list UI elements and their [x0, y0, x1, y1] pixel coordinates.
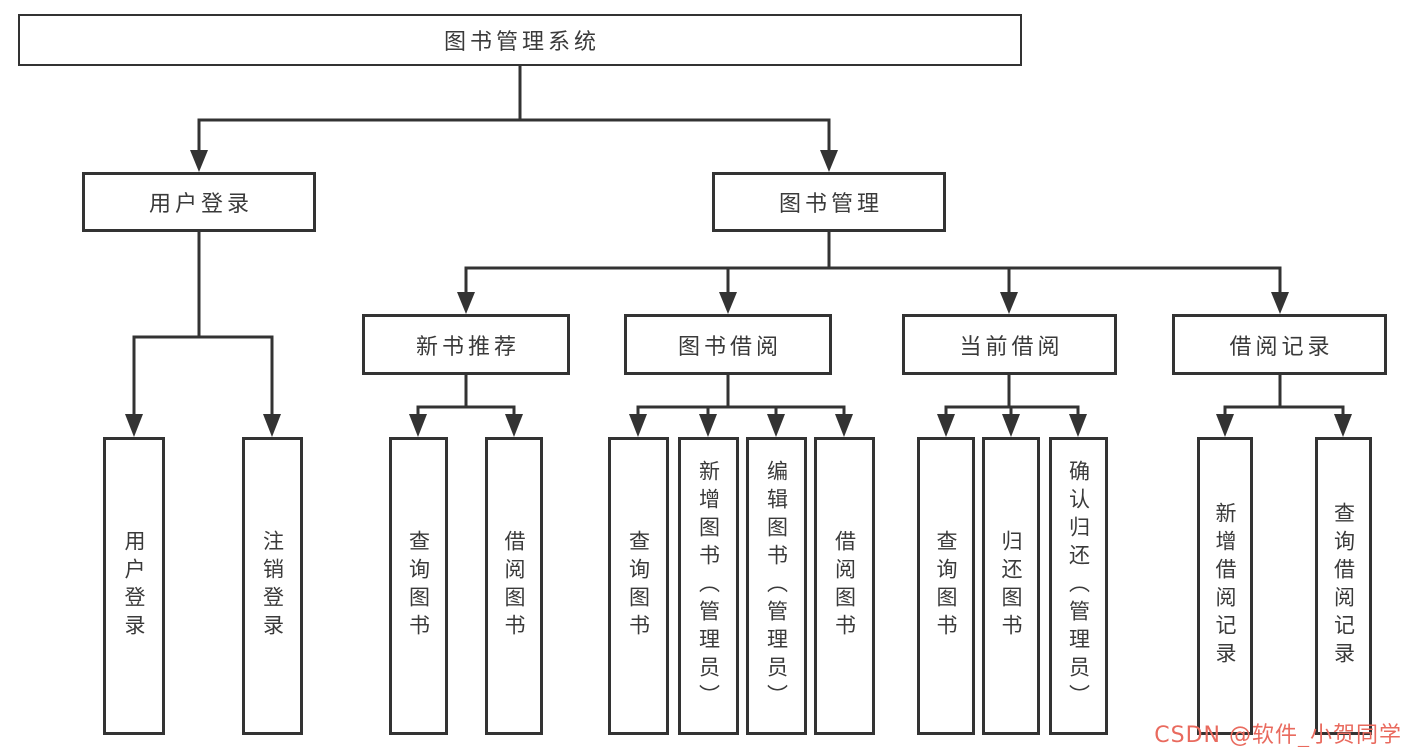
leaf-query-books-recommend: 查询图书: [389, 437, 448, 735]
node-label: 借阅图书: [832, 530, 857, 642]
arrowhead-icon: [1334, 414, 1352, 437]
leaf-query-books-borrow: 查询图书: [608, 437, 669, 735]
arrowhead-icon: [820, 150, 838, 172]
leaf-return-books: 归还图书: [982, 437, 1040, 735]
node-label: 用户登录: [148, 192, 253, 217]
node-user-login: 用户登录: [82, 172, 316, 232]
arrowhead-icon: [719, 292, 737, 314]
connector-new-book-to-leaves: [416, 375, 516, 420]
node-label: 查询图书: [406, 530, 431, 642]
arrowhead-icon: [263, 414, 281, 437]
node-label: 查询借阅记录: [1331, 502, 1356, 670]
connector-book-management-to-level3: [464, 232, 1282, 296]
arrowhead-icon: [190, 150, 208, 172]
arrowhead-icon: [1069, 414, 1087, 437]
leaf-edit-books-admin: 编辑图书（管理员）: [746, 437, 807, 735]
node-label: 确认归还（管理员）: [1066, 460, 1091, 712]
node-label: 归还图书: [999, 530, 1023, 642]
arrowhead-icon: [1000, 292, 1018, 314]
arrowhead-icon: [125, 414, 143, 437]
node-label: 查询图书: [934, 530, 958, 642]
leaf-confirm-return-admin: 确认归还（管理员）: [1049, 437, 1108, 735]
node-borrowing-records: 借阅记录: [1172, 314, 1387, 375]
node-label: 借阅记录: [1229, 334, 1334, 360]
leaf-logout: 注销登录: [242, 437, 303, 735]
connector-current-borrow-to-leaves: [944, 375, 1080, 420]
node-new-book-recommendation: 新书推荐: [362, 314, 570, 375]
leaf-user-login: 用户登录: [103, 437, 165, 735]
node-label: 查询图书: [626, 530, 651, 642]
watermark: CSDN @软件_小贺同学: [1154, 723, 1402, 747]
arrowhead-icon: [1002, 414, 1020, 437]
node-library-management-system: 图书管理系统: [18, 14, 1022, 66]
arrowhead-icon: [1216, 414, 1234, 437]
node-label: 用户登录: [122, 530, 146, 642]
arrowhead-icon: [457, 292, 475, 314]
leaf-borrow-books: 借阅图书: [814, 437, 875, 735]
node-label: 当前借阅: [959, 334, 1064, 360]
arrowhead-icon: [505, 414, 523, 437]
node-label: 图书借阅: [677, 334, 782, 360]
arrowhead-icon: [937, 414, 955, 437]
connector-book-borrow-to-leaves: [636, 375, 846, 420]
arrowhead-icon: [1271, 292, 1289, 314]
leaf-query-books-current: 查询图书: [917, 437, 975, 735]
node-label: 新书推荐: [415, 334, 520, 360]
node-book-borrowing: 图书借阅: [624, 314, 832, 375]
leaf-query-borrow-record: 查询借阅记录: [1315, 437, 1372, 735]
node-label: 新增图书（管理员）: [696, 460, 721, 712]
leaf-borrow-books-recommend: 借阅图书: [485, 437, 543, 735]
node-book-management: 图书管理: [712, 172, 946, 232]
node-label: 注销登录: [260, 530, 285, 642]
arrowhead-icon: [409, 414, 427, 437]
leaf-add-books-admin: 新增图书（管理员）: [678, 437, 739, 735]
node-current-borrowing: 当前借阅: [902, 314, 1117, 375]
arrowhead-icon: [767, 414, 785, 437]
connector-user-login-to-leaves: [132, 232, 274, 418]
leaf-add-borrow-record: 新增借阅记录: [1197, 437, 1253, 735]
node-label: 图书管理: [778, 192, 883, 217]
connector-borrow-record-to-leaves: [1223, 375, 1345, 420]
node-label: 借阅图书: [502, 530, 526, 642]
node-label: 编辑图书（管理员）: [764, 460, 789, 712]
connector-root-to-level2: [197, 66, 831, 152]
node-label: 新增借阅记录: [1213, 502, 1237, 670]
arrowhead-icon: [835, 414, 853, 437]
arrowhead-icon: [629, 414, 647, 437]
arrowhead-icon: [699, 414, 717, 437]
node-label: 图书管理系统: [443, 30, 600, 55]
